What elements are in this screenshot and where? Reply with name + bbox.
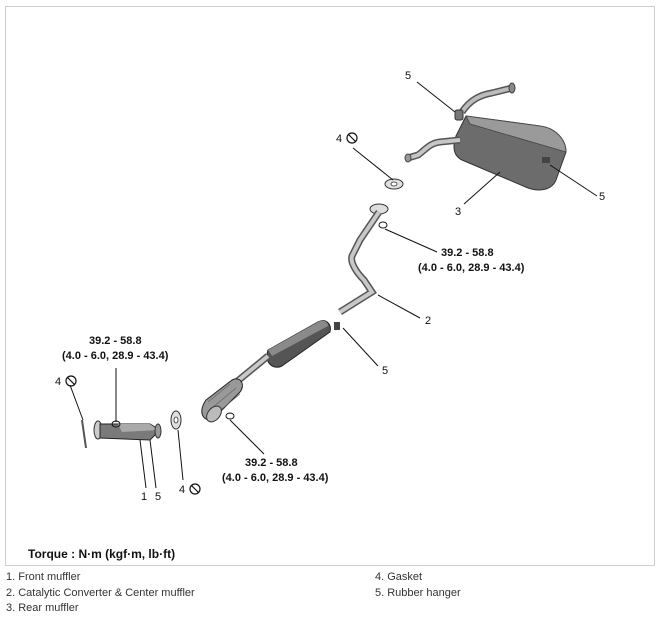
callout-5-center: 5: [382, 365, 388, 377]
torque-label-lower: 39.2 - 58.8 (4.0 - 6.0, 28.9 - 43.4): [222, 457, 329, 484]
torque-label-upper: 39.2 - 58.8 (4.0 - 6.0, 28.9 - 43.4): [418, 247, 525, 274]
no-reuse-icon: [189, 483, 201, 495]
callout-3: 3: [455, 206, 461, 218]
callout-5-bottom: 5: [155, 491, 161, 503]
svg-text:(4.0 - 6.0, 28.9 - 43.4): (4.0 - 6.0, 28.9 - 43.4): [222, 472, 329, 484]
callout-4-left: 4: [55, 376, 61, 388]
gasket-rear: [384, 178, 404, 190]
exhaust-system-diagram: 5 4 3 5 2 5 4 1 5 4 39.2 - 58.8 (4.0 - 6…: [55, 70, 605, 503]
legend-item: 3. Rear muffler: [6, 602, 79, 614]
callout-1: 1: [141, 491, 147, 503]
svg-text:39.2 - 58.8: 39.2 - 58.8: [441, 247, 494, 259]
legend-right: 4. Gasket 5. Rubber hanger: [375, 570, 461, 601]
svg-text:(4.0 - 6.0, 28.9 - 43.4): (4.0 - 6.0, 28.9 - 43.4): [62, 350, 169, 362]
callout-4-top: 4: [336, 133, 342, 145]
callout-4-bottom: 4: [179, 484, 185, 496]
torque-units-title: Torque : N·m (kgf·m, lb·ft): [28, 547, 176, 561]
torque-markers: [111, 221, 388, 428]
callout-5-right: 5: [599, 191, 605, 203]
legend-left: 1. Front muffler 2. Catalytic Converter …: [6, 570, 195, 617]
svg-text:39.2 - 58.8: 39.2 - 58.8: [89, 335, 142, 347]
legend-item: 2. Catalytic Converter & Center muffler: [6, 586, 195, 599]
legend-item: 1. Front muffler: [6, 571, 81, 583]
no-reuse-icon: [65, 375, 77, 387]
center-pipe-assembly: [201, 203, 389, 423]
leader-lines: [69, 81, 598, 489]
no-reuse-icon: [346, 132, 358, 144]
callout-5-top: 5: [405, 70, 411, 82]
legend-item: 4. Gasket: [375, 571, 423, 583]
gasket-middle: [170, 410, 182, 430]
callout-2: 2: [425, 315, 431, 327]
rear-muffler: [404, 82, 567, 191]
torque-label-left: 39.2 - 58.8 (4.0 - 6.0, 28.9 - 43.4): [62, 335, 169, 362]
svg-text:39.2 - 58.8: 39.2 - 58.8: [245, 457, 298, 469]
svg-text:(4.0 - 6.0, 28.9 - 43.4): (4.0 - 6.0, 28.9 - 43.4): [418, 262, 525, 274]
front-muffler: [93, 420, 162, 441]
legend-item: 5. Rubber hanger: [375, 586, 461, 599]
diagram-frame: [5, 6, 655, 566]
